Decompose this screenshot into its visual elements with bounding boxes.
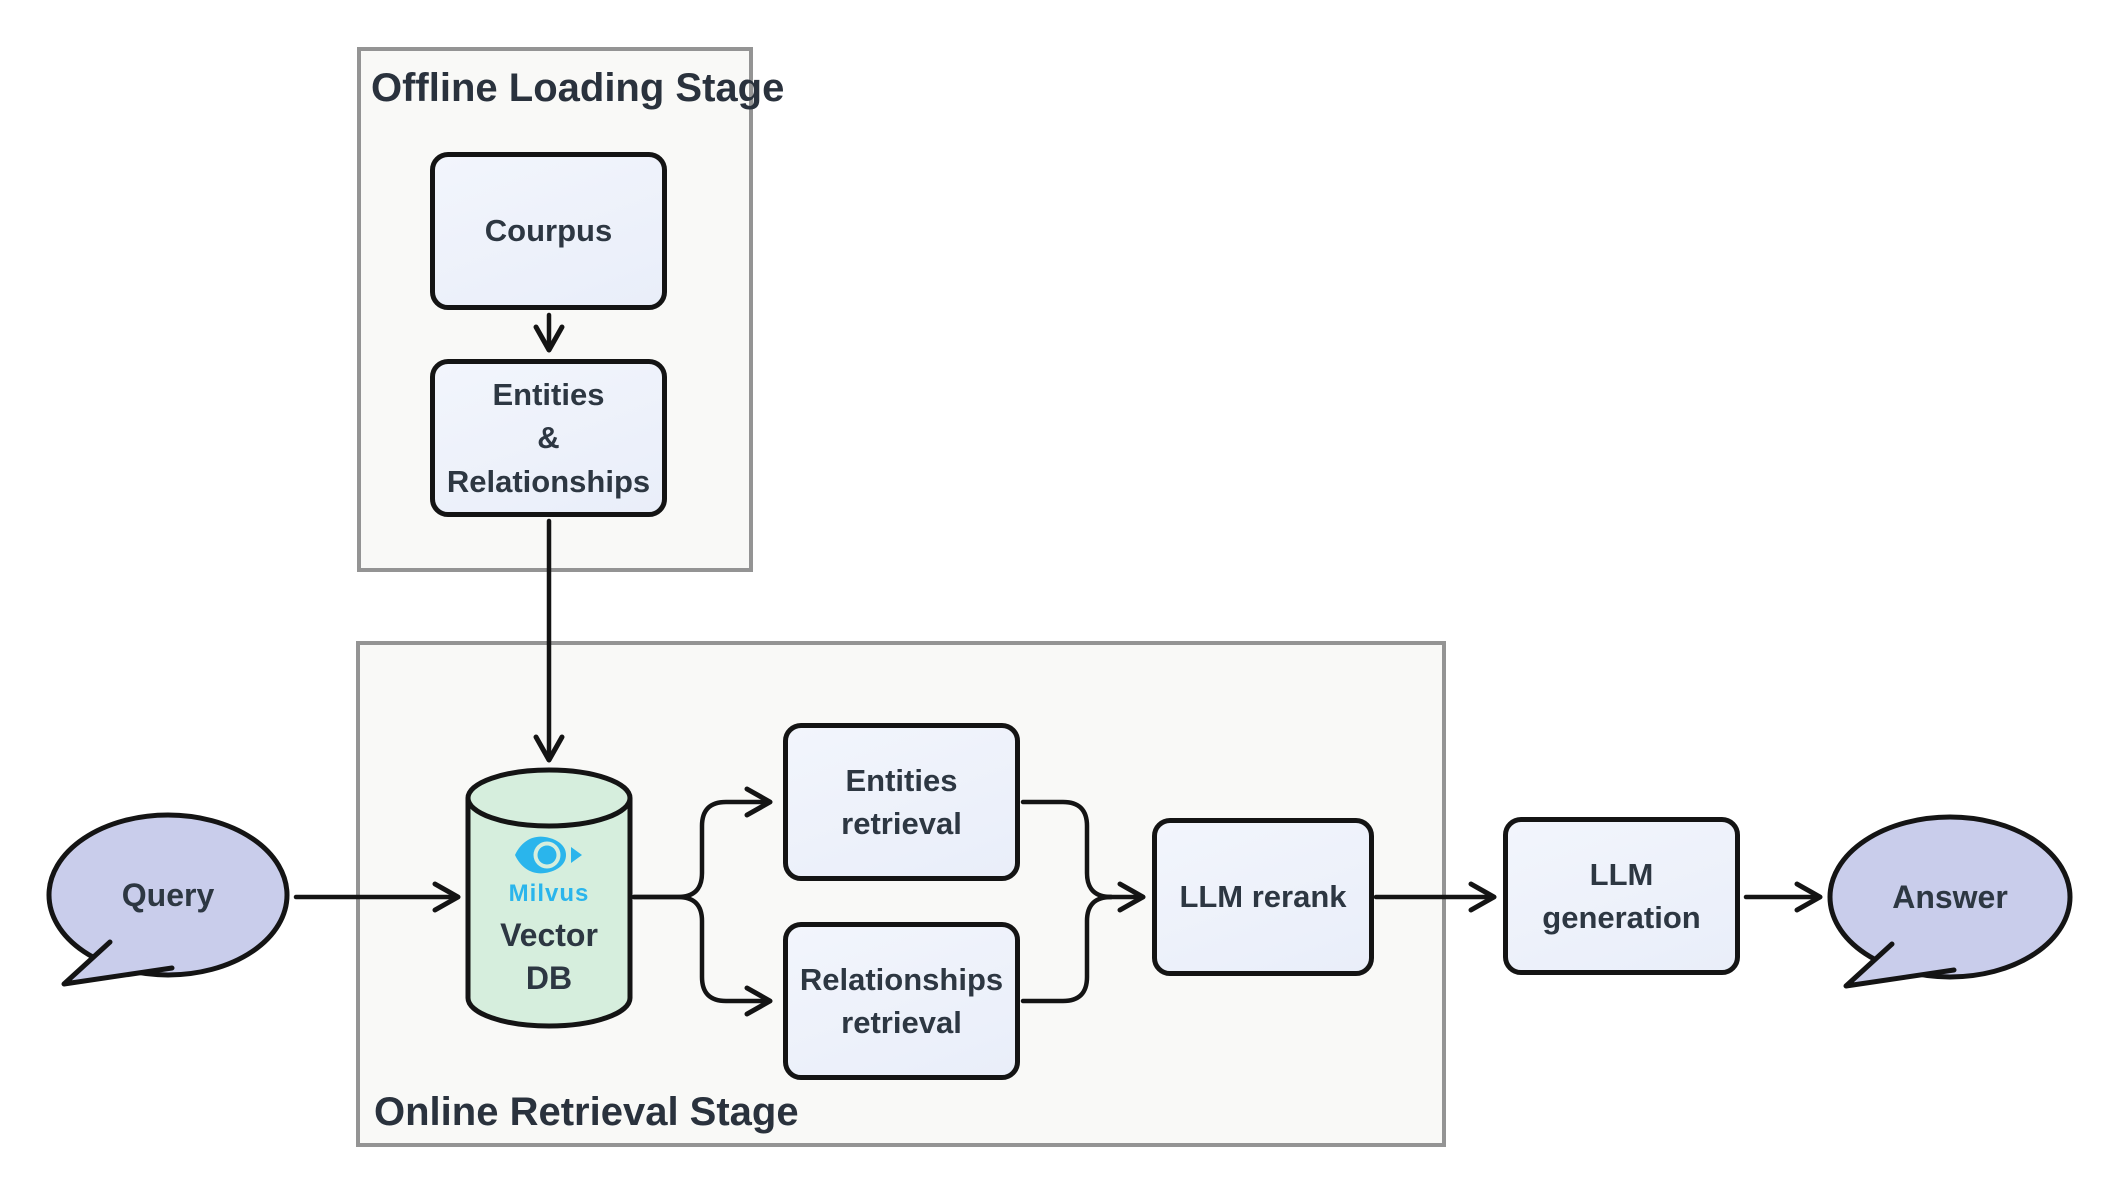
- arrow-vector-db-to-relationships-retrieval: [631, 894, 773, 1017]
- entities-relationships-label: Entities & Relationships: [446, 376, 651, 499]
- connector-entities-retrieval-merge: [1020, 799, 1114, 900]
- node-llm-rerank: LLM rerank: [1152, 818, 1374, 976]
- node-entities-relationships: Entities & Relationships: [430, 359, 667, 517]
- relationships-retrieval-label: Relationships retrieval: [799, 961, 1004, 1040]
- milvus-vector-db-cylinder: [465, 767, 633, 1029]
- online-stage-title: Online Retrieval Stage: [374, 1090, 799, 1134]
- offline-stage-title: Offline Loading Stage: [371, 66, 785, 110]
- llm-generation-label: LLM generation: [1542, 856, 1701, 935]
- answer-bubble: [1827, 814, 2073, 989]
- corpus-label: Courpus: [484, 213, 613, 249]
- node-corpus: Courpus: [430, 152, 667, 310]
- node-relationships-retrieval: Relationships retrieval: [783, 922, 1020, 1080]
- query-bubble-tail: [61, 939, 175, 987]
- node-entities-retrieval: Entities retrieval: [783, 723, 1020, 881]
- entities-retrieval-label: Entities retrieval: [841, 762, 962, 841]
- query-bubble: [46, 812, 290, 987]
- arrow-vector-db-to-entities-retrieval: [631, 786, 773, 900]
- connector-relationships-retrieval-merge: [1020, 894, 1114, 1004]
- llm-rerank-label: LLM rerank: [1179, 879, 1347, 915]
- node-llm-generation: LLM generation: [1503, 817, 1740, 975]
- answer-bubble-tail: [1843, 941, 1957, 989]
